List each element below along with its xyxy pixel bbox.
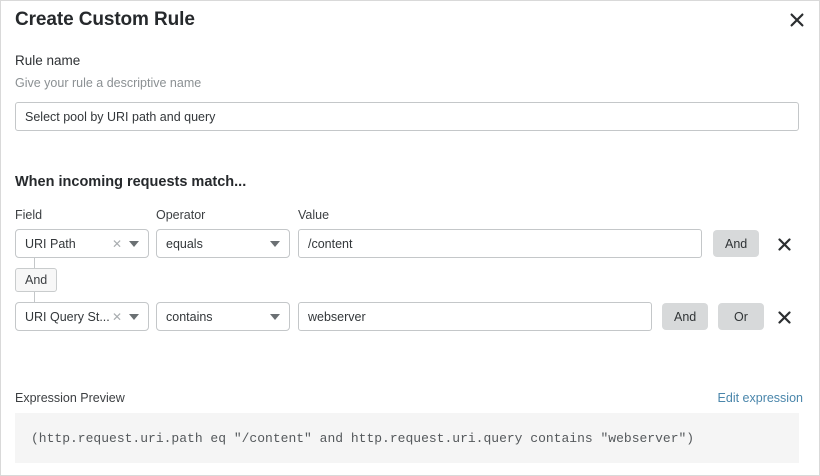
dialog-title: Create Custom Rule [15, 9, 195, 30]
clear-icon[interactable]: ✕ [111, 236, 122, 251]
column-header-operator: Operator [156, 208, 206, 222]
close-icon[interactable] [784, 7, 810, 33]
column-header-field: Field [15, 208, 43, 222]
field-select-row-1[interactable]: URI Path ✕ [15, 229, 149, 258]
value-input-row-1[interactable] [298, 229, 702, 258]
expression-preview-box: (http.request.uri.path eq "/content" and… [15, 413, 799, 463]
operator-select-value-row-2: contains [166, 309, 213, 324]
chevron-down-icon[interactable] [127, 313, 148, 320]
or-button-row-2[interactable]: Or [718, 303, 764, 330]
connector-and-chip[interactable]: And [15, 268, 58, 292]
expression-preview-code: (http.request.uri.path eq "/content" and… [31, 430, 695, 446]
expression-preview-label: Expression Preview [15, 391, 125, 405]
and-button-row-2[interactable]: And [662, 303, 709, 330]
and-button-row-1[interactable]: And [713, 230, 760, 257]
field-select-value-row-1: URI Path [25, 236, 76, 251]
edit-expression-link[interactable]: Edit expression [717, 391, 803, 405]
field-select-row-2[interactable]: URI Query St... ✕ [15, 302, 149, 331]
operator-select-row-2[interactable]: contains [156, 302, 290, 331]
delete-icon[interactable] [772, 232, 796, 256]
column-header-value: Value [298, 208, 330, 222]
rule-name-label: Rule name [15, 53, 81, 68]
rule-name-help-text: Give your rule a descriptive name [15, 76, 202, 90]
chevron-down-icon[interactable] [127, 240, 148, 247]
field-select-value-row-2: URI Query St... [25, 309, 110, 324]
operator-select-value-row-1: equals [166, 236, 203, 251]
rule-name-input[interactable] [15, 102, 799, 131]
chevron-down-icon[interactable] [268, 313, 289, 320]
conditions-heading: When incoming requests match... [15, 174, 247, 190]
clear-icon[interactable]: ✕ [111, 309, 122, 324]
operator-select-row-1[interactable]: equals [156, 229, 290, 258]
delete-icon[interactable] [772, 305, 796, 329]
value-input-row-2[interactable] [298, 302, 652, 331]
chevron-down-icon[interactable] [268, 240, 289, 247]
